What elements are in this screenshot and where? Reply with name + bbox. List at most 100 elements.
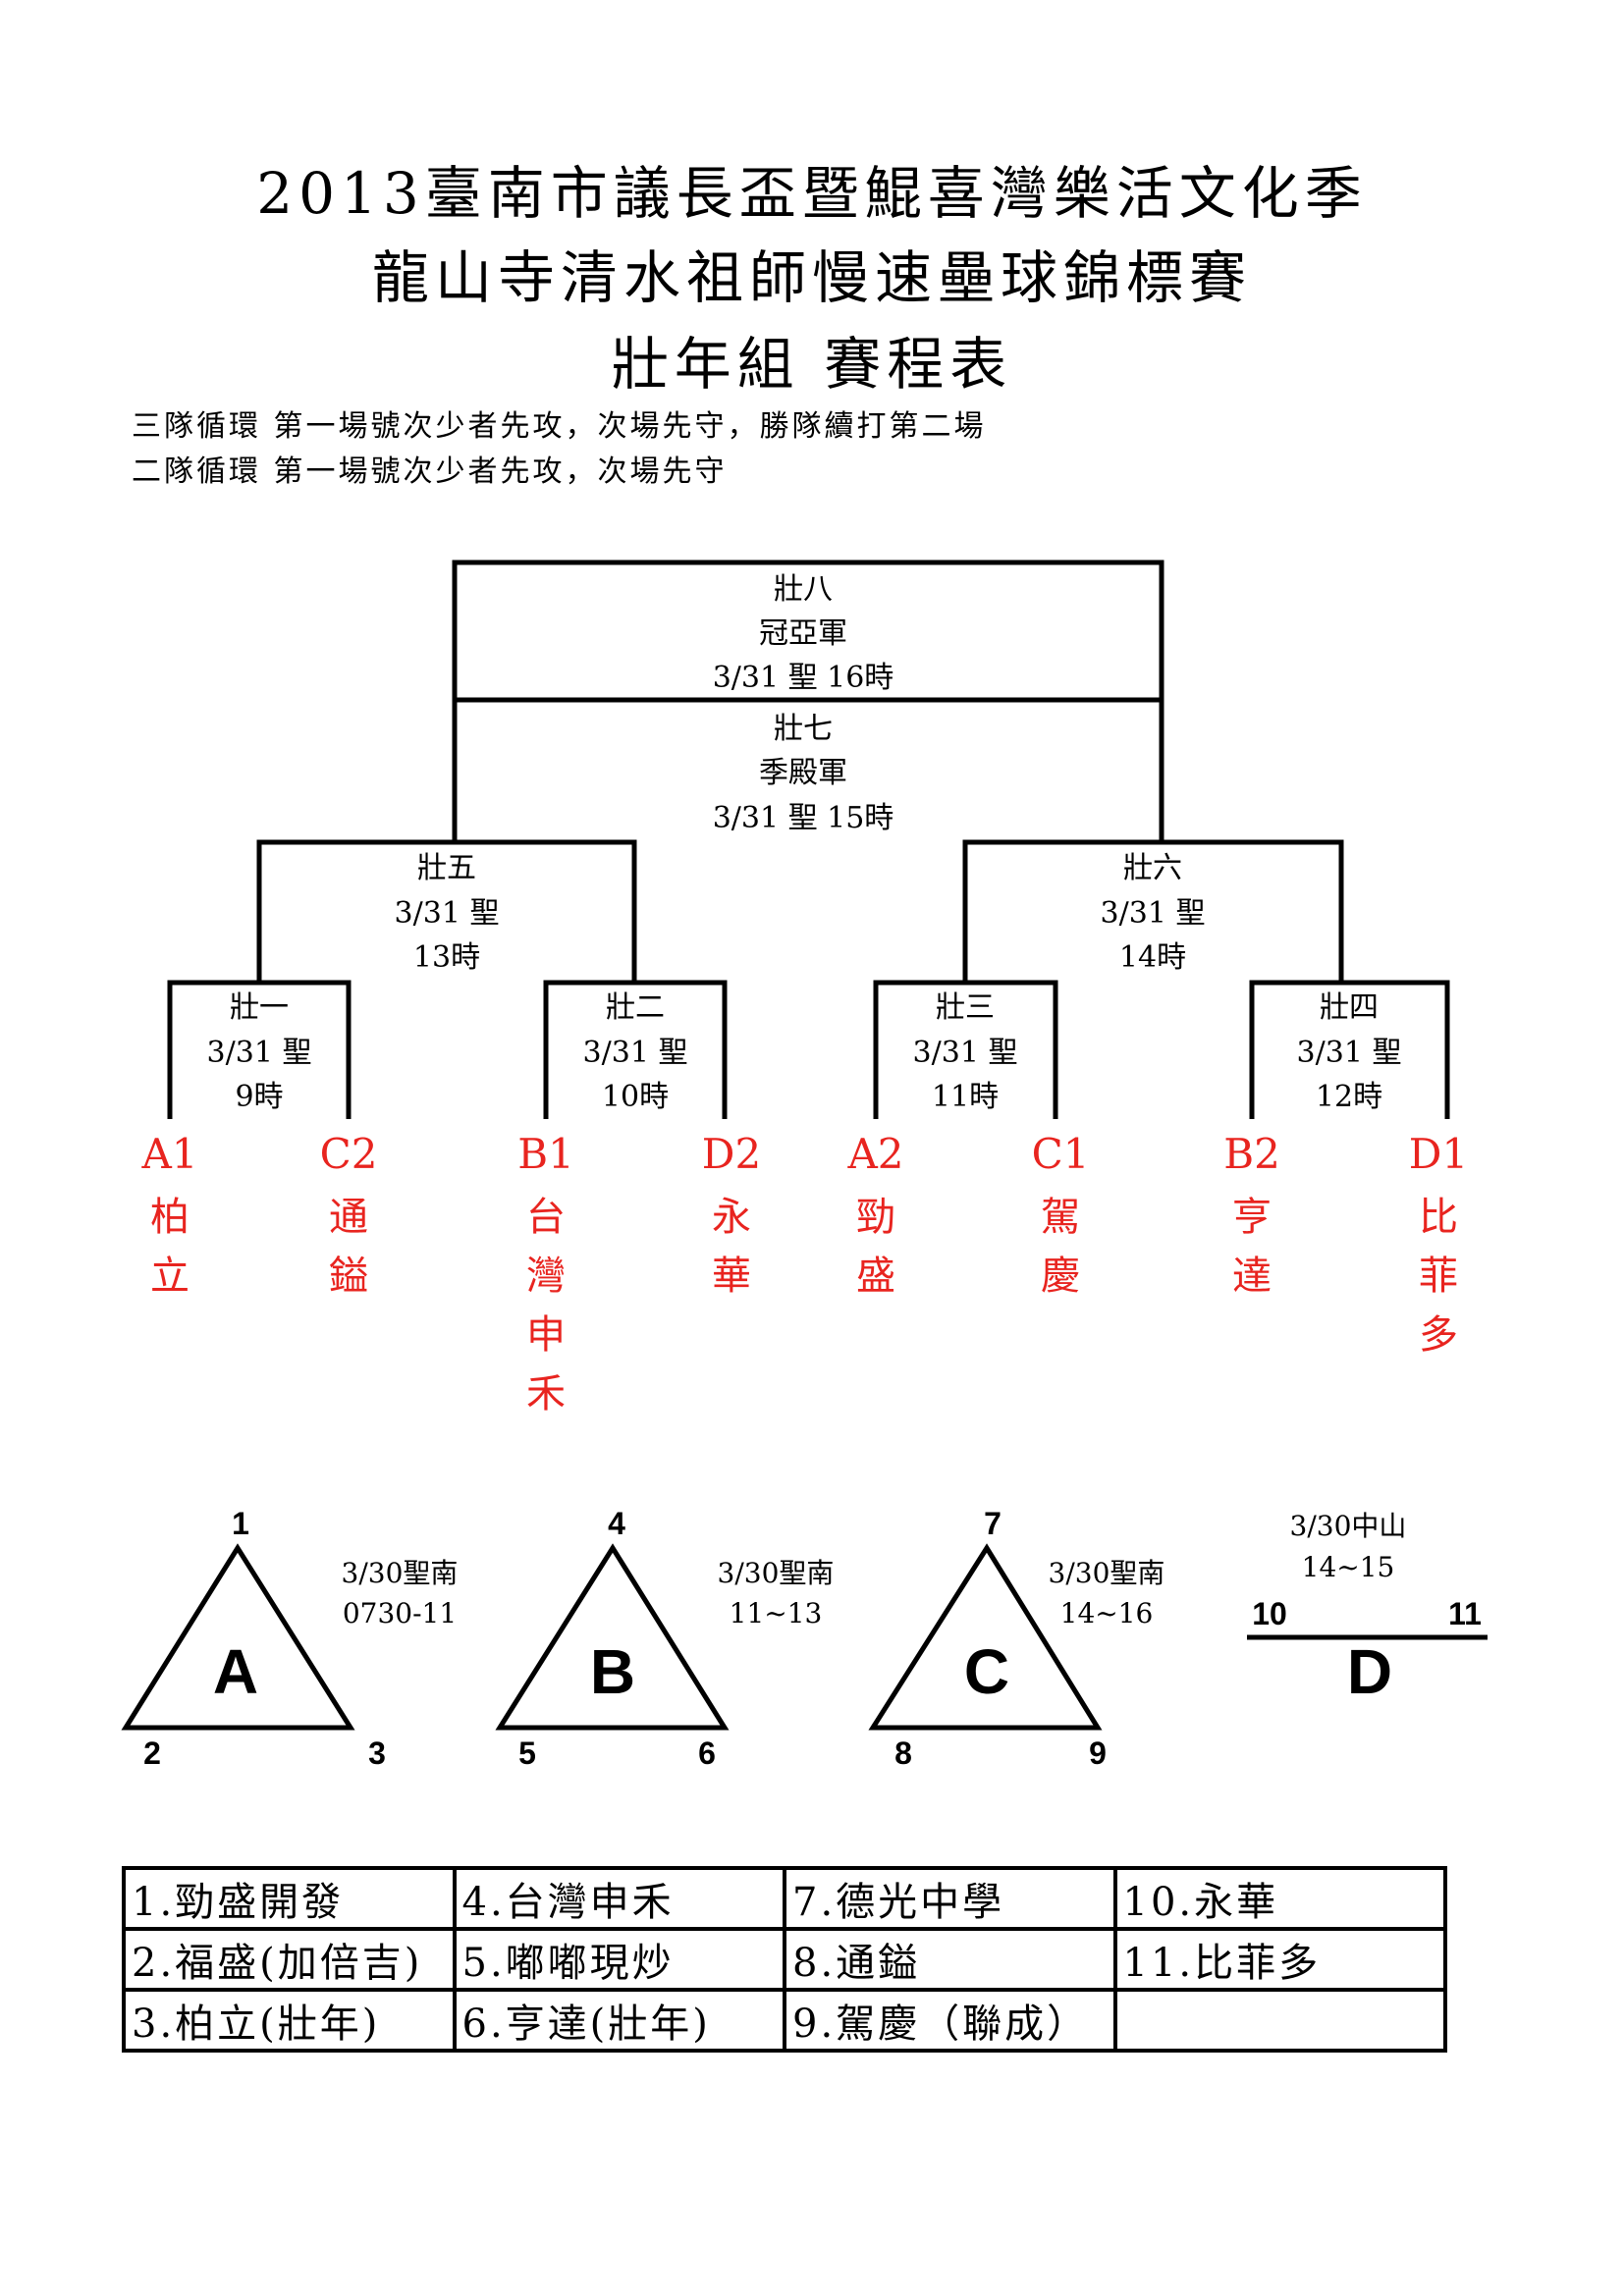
line-qf-2 [543, 980, 728, 1119]
qf-4-code: 壯四 [1320, 990, 1379, 1025]
qf-3-date: 3/31 聖 [913, 1036, 1018, 1070]
team-name-char: 華 [712, 1254, 751, 1299]
group-a-right-number: 3 [368, 1735, 386, 1771]
team-cell-1: 1.勁盛開發 [122, 1866, 457, 1931]
group-b-right-number: 6 [698, 1735, 716, 1771]
team-name-char: 達 [1232, 1254, 1272, 1299]
group-d-venue: 3/30中山 [1290, 1510, 1407, 1542]
team-name-char: 鎰 [329, 1254, 368, 1299]
team-cell-9: 9.駕慶（聯成） [783, 1988, 1117, 2053]
group-b-left-number: 5 [518, 1735, 536, 1771]
qf-3-code: 壯三 [936, 990, 995, 1025]
group-d-label: D [1347, 1636, 1392, 1707]
seed-label: A1 [140, 1130, 197, 1178]
slot-b1: B1 台灣申禾 [517, 1130, 574, 1416]
group-c-label: C [964, 1636, 1009, 1707]
seed-label: A2 [846, 1130, 903, 1178]
group-b-time: 11~13 [730, 1597, 823, 1629]
qf-2-hour: 10時 [602, 1080, 669, 1114]
team-name-char: 盛 [856, 1254, 895, 1299]
seed-label: D2 [702, 1130, 761, 1178]
qf-4-date: 3/31 聖 [1297, 1036, 1402, 1070]
team-cell-11: 11.比菲多 [1112, 1927, 1447, 1992]
group-c-triangle [868, 1543, 1103, 1731]
line-qf-1 [167, 980, 352, 1119]
line-semi-left [256, 839, 637, 983]
team-name-char: 台 [526, 1195, 566, 1240]
group-a-triangle [121, 1543, 355, 1731]
team-cell-4: 4.台灣申禾 [452, 1866, 786, 1931]
qf-1-code: 壯一 [230, 990, 289, 1025]
semi-left-date: 3/31 聖 [395, 896, 500, 931]
group-b-venue: 3/30聖南 [718, 1557, 835, 1589]
team-cell-3: 3.柏立(壯年) [122, 1988, 457, 2053]
team-cell-6: 6.亨達(壯年) [452, 1988, 786, 2053]
team-cell-empty [1112, 1988, 1447, 2053]
group-a-label: A [213, 1636, 258, 1707]
semi-right-hour: 14時 [1119, 940, 1186, 975]
qf-2-code: 壯二 [606, 990, 665, 1025]
line-qf-4 [1249, 980, 1450, 1119]
team-cell-8: 8.通鎰 [783, 1927, 1117, 1992]
group-b-label: B [590, 1636, 635, 1707]
group-a-venue: 3/30聖南 [342, 1557, 459, 1589]
third-place-time: 3/31 聖 15時 [713, 801, 894, 835]
group-c-right-number: 9 [1089, 1735, 1107, 1771]
slot-c1: C1 駕慶 [1032, 1130, 1090, 1299]
seed-label: B2 [1223, 1130, 1280, 1178]
team-name-char: 灣 [526, 1254, 566, 1299]
team-name-char: 立 [150, 1254, 189, 1299]
team-name-char: 駕 [1041, 1195, 1080, 1240]
qf-1-hour: 9時 [235, 1080, 283, 1114]
line-qf-3 [873, 980, 1058, 1119]
semi-right-date: 3/31 聖 [1101, 896, 1206, 931]
seed-label: B1 [517, 1130, 574, 1178]
slot-d2: D2 永華 [702, 1130, 761, 1299]
group-c-venue: 3/30聖南 [1049, 1557, 1165, 1589]
team-cell-5: 5.嘟嘟現炒 [452, 1927, 786, 1992]
teams-table: 1.勁盛開發 4.台灣申禾 7.德光中學 10.永華 2.福盛(加倍吉) 5.嘟… [122, 1866, 1447, 2053]
title-line-2: 龍山寺清水祖師慢速壘球錦標賽 [371, 244, 1252, 311]
semi-left-hour: 13時 [413, 940, 480, 975]
title-line-1: 2013臺南市議長盃暨鯤喜灣樂活文化季 [256, 160, 1368, 227]
team-name-char: 菲 [1419, 1254, 1458, 1299]
team-cell-2: 2.福盛(加倍吉) [122, 1927, 457, 1992]
qf-2-date: 3/31 聖 [583, 1036, 688, 1070]
slot-a2: A2 勁盛 [846, 1130, 903, 1299]
table-row: 2.福盛(加倍吉) 5.嘟嘟現炒 8.通鎰 11.比菲多 [122, 1927, 1447, 1992]
team-name-char: 勁 [856, 1195, 895, 1240]
title-line-3: 壯年組 賽程表 [611, 331, 1013, 398]
team-name-char: 慶 [1041, 1254, 1080, 1299]
final-time: 3/31 聖 16時 [713, 661, 894, 695]
team-name-char: 比 [1419, 1195, 1458, 1240]
team-name-char: 禾 [526, 1371, 566, 1416]
third-place-code: 壯七 [774, 712, 833, 746]
group-d-right-number: 11 [1448, 1596, 1482, 1631]
note-two-team: 二隊循環 第一場號次少者先攻，次場先守 [132, 454, 728, 489]
qf-4-hour: 12時 [1316, 1080, 1382, 1114]
seed-label: C1 [1032, 1130, 1090, 1178]
group-a-top-number: 1 [232, 1506, 249, 1541]
final-box [452, 560, 1164, 703]
seed-label: D1 [1409, 1130, 1468, 1178]
table-row: 1.勁盛開發 4.台灣申禾 7.德光中學 10.永華 [122, 1866, 1447, 1931]
semi-right-code: 壯六 [1123, 851, 1182, 885]
team-name-char: 永 [712, 1195, 751, 1240]
bracket-lines [121, 560, 1488, 1731]
final-label: 冠亞軍 [759, 616, 847, 651]
group-b-triangle [495, 1543, 730, 1731]
group-c-time: 14~16 [1060, 1597, 1154, 1629]
team-name-char: 亨 [1232, 1195, 1272, 1240]
team-name-char: 申 [526, 1312, 566, 1358]
note-three-team: 三隊循環 第一場號次少者先攻，次場先守，勝隊續打第二場 [132, 409, 987, 444]
team-name-char: 通 [329, 1195, 368, 1240]
slot-b2: B2 亨達 [1223, 1130, 1280, 1299]
group-d-time: 14~15 [1302, 1551, 1395, 1583]
team-cell-10: 10.永華 [1112, 1866, 1447, 1931]
line-semi-right [962, 839, 1344, 983]
group-a-time: 0730-11 [343, 1597, 457, 1629]
